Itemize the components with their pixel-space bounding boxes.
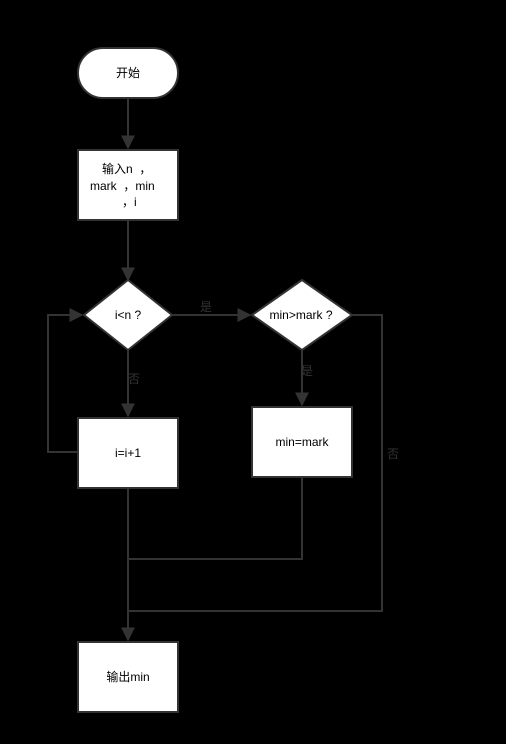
assign-node: min=mark (251, 406, 353, 478)
edge-assign-to-merge (128, 477, 303, 560)
compare-condition-label: min>mark ? (269, 308, 332, 322)
increment-label: i=i+1 (115, 446, 141, 460)
label-compare-no: 否 (387, 447, 399, 461)
label-compare-yes: 是 (301, 364, 313, 378)
loop-condition-node: i<n ? (82, 278, 174, 352)
edge-compare-no-to-merge (128, 314, 383, 612)
input-line-1: 输入n ， (102, 161, 151, 176)
increment-node: i=i+1 (77, 417, 179, 489)
start-label: 开始 (116, 66, 140, 80)
start-node: 开始 (77, 47, 179, 99)
input-line-3: ，i (122, 195, 137, 209)
input-node: 输入n ， mark ，min ，i (77, 149, 179, 221)
compare-condition-node: min>mark ? (250, 278, 354, 352)
output-node: 输出min (77, 641, 179, 713)
assign-label: min=mark (275, 435, 329, 449)
edge-increment-loop-back (47, 308, 84, 453)
loop-condition-label: i<n ? (115, 308, 142, 322)
label-loop-no: 否 (128, 372, 140, 386)
label-loop-yes: 是 (200, 300, 212, 314)
output-label: 输出min (106, 669, 149, 684)
input-line-2: mark ，min (90, 179, 155, 193)
